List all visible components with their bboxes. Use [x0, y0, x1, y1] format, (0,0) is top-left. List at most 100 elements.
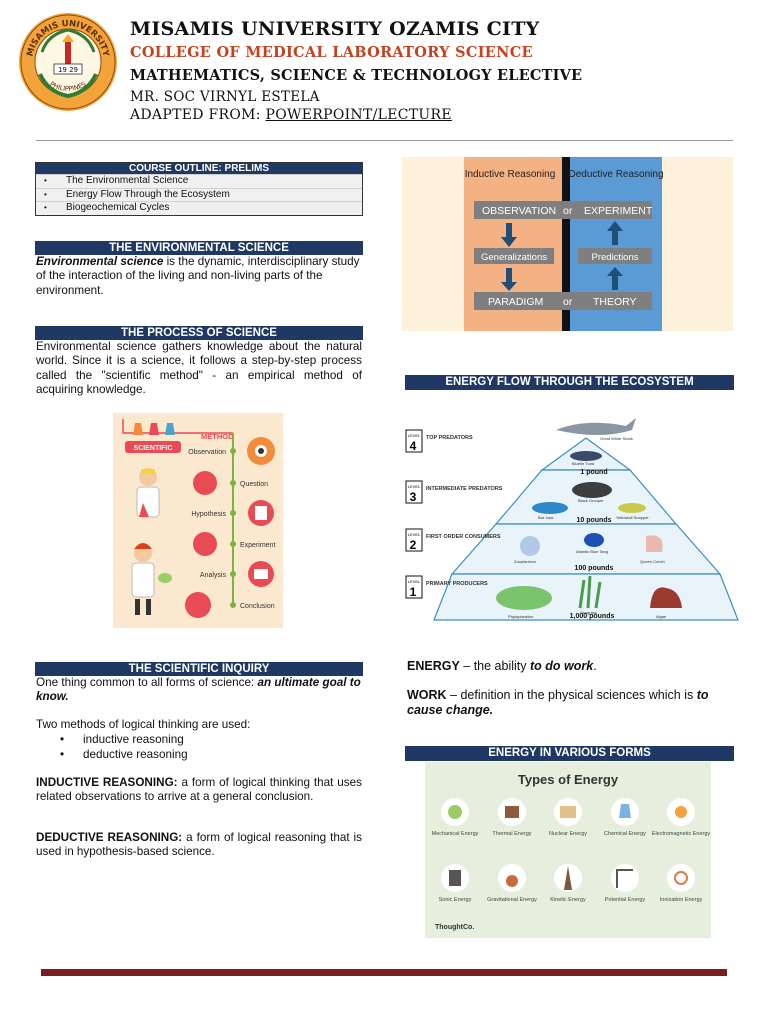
methods-intro: Two methods of logical thinking are used…: [36, 718, 251, 731]
step-label: Conclusion: [240, 603, 275, 610]
method-heading-right: METHOD: [201, 432, 234, 441]
level-3-badge: LEVEL 3 INTERMEDIATE PREDATORS: [405, 480, 503, 504]
energy-forms-heading: ENERGY IN VARIOUS FORMS: [405, 746, 734, 761]
blue-tang-icon: [584, 533, 604, 547]
deductive-label: Deductive Reasoning: [568, 169, 663, 180]
inductive-def-text: a form of logical thinking that uses rel…: [36, 776, 362, 804]
svg-text:2: 2: [410, 538, 417, 552]
organism-label: Seagrass: [580, 610, 597, 615]
organism-label: Zooplankton: [514, 559, 536, 564]
process-heading: THE PROCESS OF SCIENCE: [35, 326, 363, 340]
level-label: INTERMEDIATE PREDATORS: [426, 486, 503, 492]
level3-weight: 10 pounds: [576, 517, 611, 524]
method-step-observation: Observation: [188, 437, 275, 465]
svg-text:Thermal Energy: Thermal Energy: [492, 831, 531, 837]
svg-text:PHILIPPINES: PHILIPPINES: [48, 80, 87, 93]
thoughtco-source: ThoughtCo.: [435, 924, 474, 931]
level2-weight: 100 pounds: [575, 565, 614, 572]
level-label: PRIMARY PRODUCERS: [426, 581, 488, 587]
course-outline-box: COURSE OUTLINE: PRELIMS The Environmenta…: [35, 162, 363, 216]
organism-label: Phytoplankton: [508, 614, 533, 619]
method-bullet: •: [60, 733, 65, 746]
paradigm-label: PARADIGM: [488, 296, 543, 308]
zooplankton-icon: [520, 536, 540, 556]
snapper-icon: [618, 503, 646, 513]
seal-country: PHILIPPINES: [48, 80, 87, 93]
footer-bar: [41, 969, 727, 976]
types-of-energy-graphic: Types of Energy Mechanical Energy Therma…: [425, 762, 711, 938]
svg-text:Sonic Energy: Sonic Energy: [439, 897, 472, 903]
method-deductive: deductive reasoning: [83, 748, 188, 761]
course-outline-title: COURSE OUTLINE: PRELIMS: [36, 163, 362, 174]
energy-def-end: .: [593, 659, 597, 673]
svg-text:4: 4: [410, 439, 417, 453]
method-step-conclusion: Conclusion: [185, 592, 275, 618]
outline-item: The Environmental Science: [36, 174, 362, 188]
tuna-icon: [570, 451, 602, 461]
potential-energy-icon: Potential Energy: [605, 864, 646, 903]
generalizations-label: Generalizations: [481, 252, 547, 263]
adapted-prefix: ADAPTED FROM:: [130, 107, 266, 123]
svg-text:Ionization Energy: Ionization Energy: [660, 897, 703, 903]
env-science-heading: THE ENVIRONMENTAL SCIENCE: [35, 241, 363, 255]
or-label: or: [563, 205, 573, 217]
env-science-term: Environmental science: [36, 255, 164, 268]
predictions-label: Predictions: [592, 252, 639, 263]
adapted-from: ADAPTED FROM: POWERPOINT/LECTURE: [130, 107, 452, 123]
types-of-energy-title: Types of Energy: [518, 772, 619, 787]
energy-def-mid: – the ability: [459, 659, 530, 673]
inquiry-heading: THE SCIENTIFIC INQUIRY: [35, 662, 363, 676]
svg-text:1: 1: [410, 585, 417, 599]
svg-text:LEVEL: LEVEL: [408, 484, 421, 489]
svg-text:Nuclear Energy: Nuclear Energy: [549, 831, 587, 837]
method-step-question: Question: [193, 471, 268, 495]
method-inductive: inductive reasoning: [83, 733, 184, 746]
algae-icon: [650, 587, 682, 608]
observation-label: OBSERVATION: [482, 205, 556, 217]
level1-weight: 1,000 pounds: [570, 613, 615, 620]
instructor-name: MR. SOC VIRNYL ESTELA: [130, 89, 320, 105]
process-text: Environmental science gathers knowledge …: [36, 340, 362, 397]
shark-icon: [556, 418, 636, 435]
scientist-figure-icon: [131, 543, 172, 615]
level-label: FIRST ORDER CONSUMERS: [426, 534, 501, 540]
step-label: Question: [240, 481, 268, 488]
work-definition: WORK – definition in the physical scienc…: [407, 688, 737, 718]
chemical-energy-icon: Chemical Energy: [604, 798, 646, 837]
header-divider: [36, 140, 733, 141]
adapted-source: POWERPOINT/LECTURE: [265, 107, 452, 123]
organism-label: Queen Conch: [640, 559, 665, 564]
course-name: MATHEMATICS, SCIENCE & TECHNOLOGY ELECTI…: [130, 67, 583, 84]
step-label: Analysis: [200, 572, 227, 579]
scientific-method-graphic: SCIENTIFIC METHOD Observation Question H…: [113, 413, 283, 628]
inquiry-common-goal: One thing common to all forms of science…: [36, 676, 362, 705]
svg-text:Electromagnetic Energy: Electromagnetic Energy: [652, 831, 711, 837]
inquiry-goal-emphasis: an ultimate goal to know.: [36, 676, 361, 704]
deductive-def-text: a form of logical reasoning that is used…: [36, 831, 362, 859]
flask-icons: [133, 423, 175, 435]
phytoplankton-icon: [496, 586, 552, 610]
level-4-badge: LEVEL 4 TOP PREDATORS: [405, 429, 473, 453]
theory-label: THEORY: [593, 296, 637, 308]
sonic-energy-icon: Sonic Energy: [439, 864, 472, 903]
organism-label: Algae: [656, 614, 667, 619]
step-label: Observation: [188, 449, 226, 456]
kinetic-energy-icon: Kinetic Energy: [550, 864, 586, 903]
step-label: Experiment: [240, 542, 275, 549]
gravitational-energy-icon: Gravitational Energy: [487, 864, 537, 903]
electromagnetic-energy-icon: Electromagnetic Energy: [652, 798, 711, 837]
svg-text:Kinetic Energy: Kinetic Energy: [550, 897, 586, 903]
outline-item: Biogeochemical Cycles: [36, 201, 362, 215]
course-outline-list: The Environmental Science Energy Flow Th…: [36, 174, 362, 215]
env-science-def-text: is the dynamic, interdisciplinary study …: [36, 255, 360, 297]
svg-text:LEVEL: LEVEL: [408, 532, 421, 537]
scientist-figure-icon: [136, 468, 160, 518]
down-arrow-icon: [501, 223, 517, 247]
organism-label: Yellowtail Snapper: [616, 515, 649, 520]
energy-definition: ENERGY – the ability to do work.: [407, 659, 737, 673]
experiment-label: EXPERIMENT: [584, 205, 653, 217]
conch-icon: [646, 535, 663, 552]
svg-text:Potential Energy: Potential Energy: [605, 897, 646, 903]
method-step-hypothesis: Hypothesis: [191, 500, 274, 526]
method-step-analysis: Analysis: [200, 561, 274, 587]
